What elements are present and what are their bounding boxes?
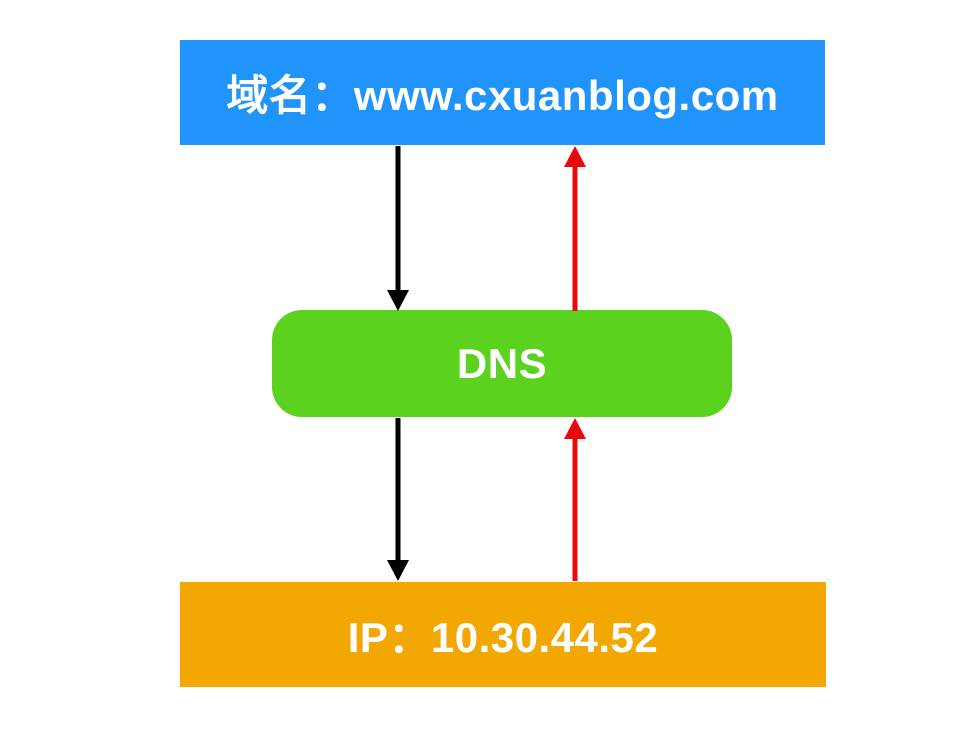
domain-label: 域名：www.cxuanblog.com <box>226 72 779 119</box>
down-arrow-head-icon <box>387 290 409 311</box>
dns-node: DNS <box>272 310 732 417</box>
up-arrow-head-icon <box>564 146 586 167</box>
dns-to-domain-arrow <box>564 146 586 311</box>
domain-node: 域名：www.cxuanblog.com <box>180 40 825 145</box>
dns-to-ip-arrow <box>387 418 409 581</box>
ip-label: IP：10.30.44.52 <box>347 614 659 661</box>
ip-to-dns-arrow <box>564 418 586 581</box>
dns-label: DNS <box>456 339 548 387</box>
up-arrow-head-icon <box>564 418 586 439</box>
down-arrow-head-icon <box>387 560 409 581</box>
ip-node: IP：10.30.44.52 <box>180 582 826 687</box>
domain-to-dns-arrow <box>387 146 409 311</box>
